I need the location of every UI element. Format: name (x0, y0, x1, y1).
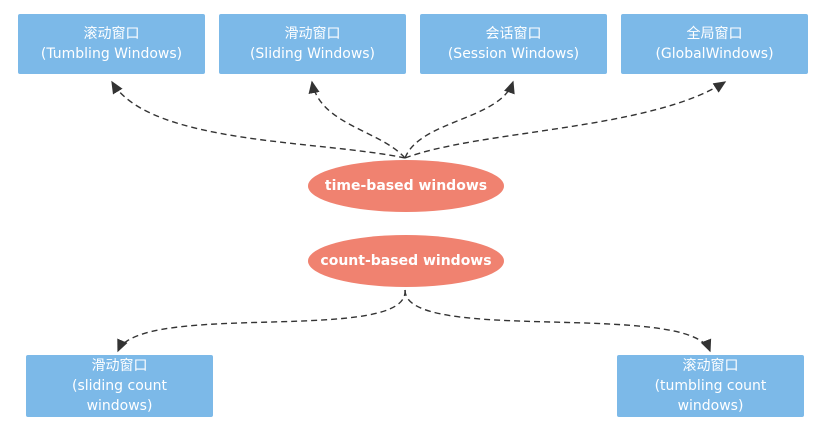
box-subtitle: (Tumbling Windows) (40, 46, 183, 62)
edge-to-tumbling-count (404, 289, 712, 353)
edge-to-session (404, 80, 515, 159)
box-title: 滑动窗口 (284, 26, 341, 42)
edge-to-tumbling (111, 80, 406, 159)
box-subtitle: (GlobalWindows) (655, 46, 774, 62)
edge-to-sliding-count (117, 289, 406, 353)
box-line3: windows) (86, 398, 153, 414)
box-line2: (tumbling count (654, 378, 767, 394)
box-subtitle: (Sliding Windows) (249, 46, 376, 62)
tumbling-count-windows-box: 滚动窗口 (tumbling count windows) (617, 355, 804, 417)
box-title: 滚动窗口 (682, 358, 739, 374)
count-based-windows-node: count-based windows (308, 235, 504, 287)
global-windows-box: 全局窗口 (GlobalWindows) (621, 14, 808, 74)
edge-to-sliding (308, 80, 406, 159)
box-line3: windows) (677, 398, 744, 414)
box-title: 全局窗口 (686, 26, 743, 42)
box-title: 会话窗口 (485, 26, 542, 42)
node-label: time-based windows (324, 178, 488, 194)
box-line2: (sliding count (71, 378, 168, 394)
box-title: 滚动窗口 (83, 26, 140, 42)
time-based-windows-node: time-based windows (308, 160, 504, 212)
edge-to-global (404, 81, 727, 159)
session-windows-box: 会话窗口 (Session Windows) (420, 14, 607, 74)
tumbling-windows-box: 滚动窗口 (Tumbling Windows) (18, 14, 205, 74)
node-label: count-based windows (320, 253, 492, 269)
sliding-windows-box: 滑动窗口 (Sliding Windows) (219, 14, 406, 74)
box-subtitle: (Session Windows) (447, 46, 580, 62)
box-title: 滑动窗口 (91, 358, 148, 374)
sliding-count-windows-box: 滑动窗口 (sliding count windows) (26, 355, 213, 417)
